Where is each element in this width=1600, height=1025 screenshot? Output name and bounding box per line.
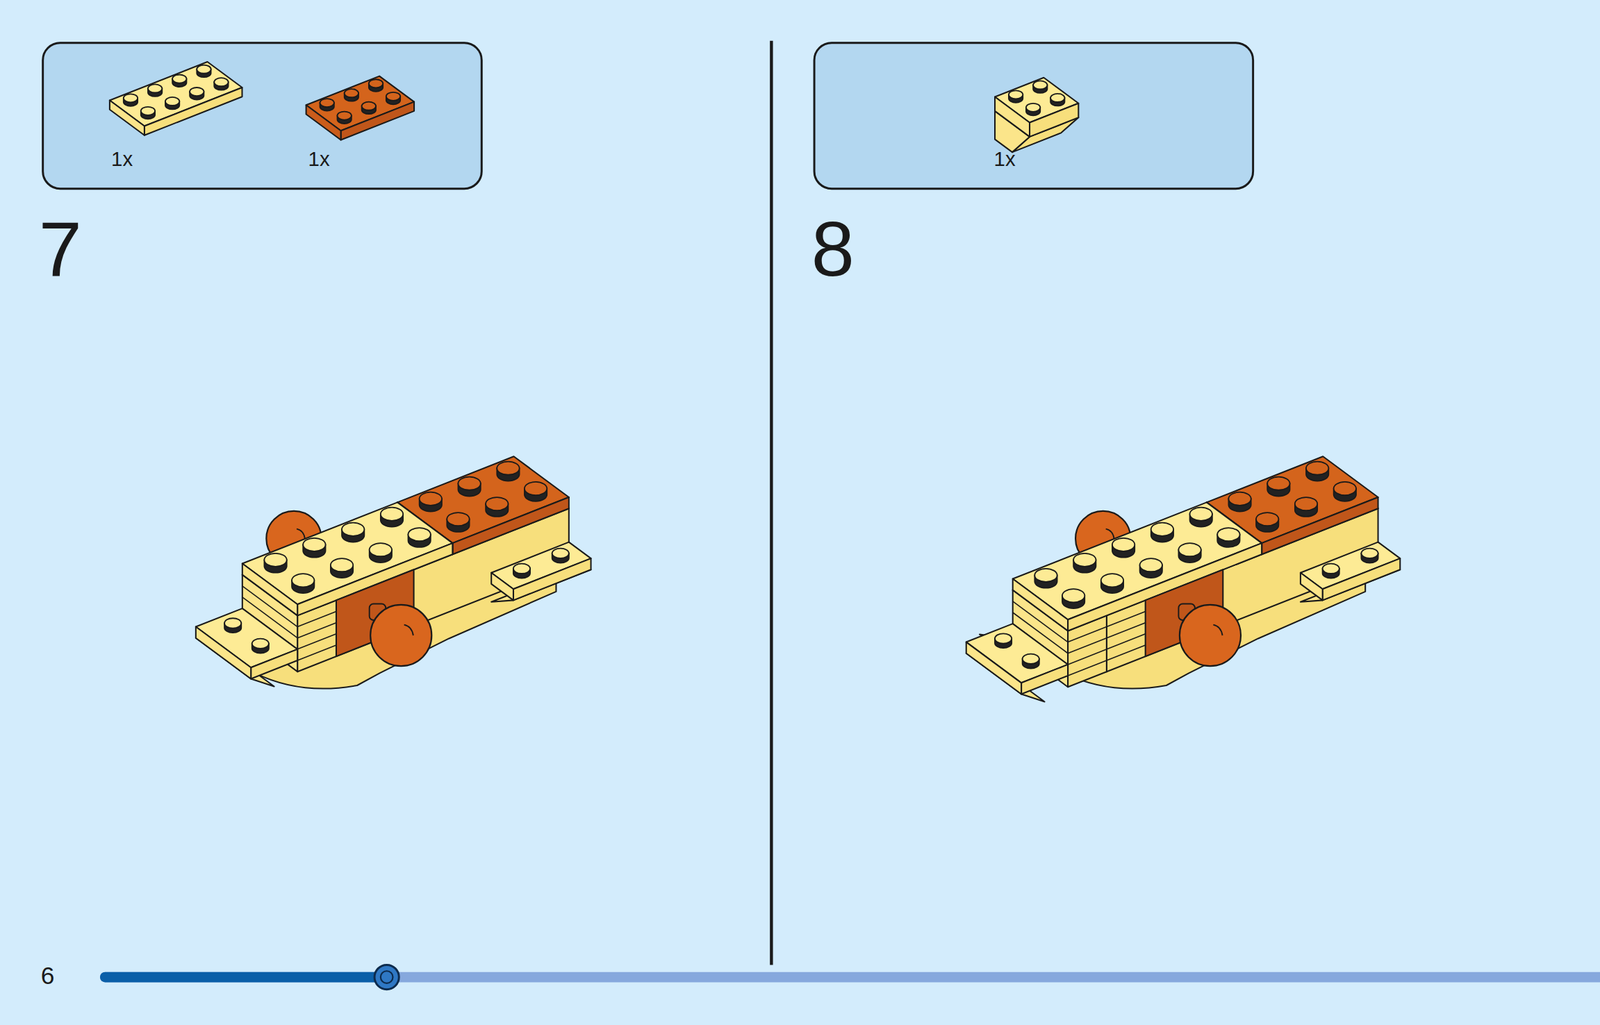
- stud-top: [1295, 497, 1318, 511]
- stud-top: [1267, 477, 1290, 491]
- stud-top: [1256, 512, 1279, 526]
- model-step-8: [966, 456, 1401, 702]
- stud-top: [141, 106, 155, 116]
- stud-top: [196, 65, 211, 74]
- brick-front: [1021, 664, 1068, 695]
- brick-side: [994, 97, 1030, 137]
- brick-side: [966, 642, 1022, 695]
- stud-top: [1151, 523, 1174, 537]
- orange-ball: [370, 605, 432, 667]
- progress-track: [104, 972, 1600, 984]
- stud-top: [252, 639, 269, 649]
- brick-front: [250, 649, 298, 680]
- ball-hole: [296, 529, 305, 540]
- brick-front: [341, 102, 415, 141]
- stud-top: [165, 97, 180, 106]
- stud-top: [213, 77, 228, 87]
- brick-front: [452, 497, 569, 555]
- stud-top: [147, 84, 162, 93]
- stud-top: [1306, 462, 1329, 476]
- parts-panel: 1x 1x: [41, 41, 483, 190]
- ball-hole: [1106, 529, 1115, 540]
- stud-top: [123, 93, 138, 103]
- brick-front: [144, 87, 243, 136]
- stud-top: [457, 477, 481, 491]
- stud-top: [341, 523, 365, 537]
- brick-side: [491, 573, 514, 601]
- stud-top: [172, 74, 187, 83]
- stud-top: [264, 553, 287, 567]
- stud-top: [552, 548, 569, 559]
- stud-top: [1361, 548, 1378, 559]
- stud-top: [1008, 90, 1023, 99]
- stud-top: [330, 558, 353, 572]
- brick-front: [513, 558, 592, 601]
- page-number: 6: [40, 964, 55, 989]
- orange-ball: [1179, 605, 1241, 667]
- stud-top: [1178, 543, 1201, 557]
- stud-top: [386, 92, 401, 101]
- step-divider: [769, 40, 773, 966]
- stud-top: [485, 497, 508, 511]
- stud-top: [1050, 93, 1065, 103]
- stud-top: [224, 618, 242, 629]
- stud-top: [994, 633, 1012, 644]
- progress-knob: [374, 965, 399, 990]
- stud-top: [1022, 654, 1040, 665]
- parts-panel-fill: [41, 41, 483, 190]
- parts-images: [109, 61, 1079, 153]
- stud-top: [1034, 568, 1057, 583]
- ball-hole: [404, 625, 414, 636]
- stud-top: [189, 87, 204, 96]
- stud-top: [1140, 558, 1163, 572]
- stud-top: [513, 564, 531, 574]
- stud-top: [524, 482, 547, 496]
- brick-top: [397, 456, 569, 544]
- stud-top: [368, 79, 383, 88]
- stud-top: [344, 88, 359, 98]
- stud-top: [1062, 589, 1085, 603]
- part-count: 1x: [308, 147, 331, 171]
- stud-top: [1026, 103, 1041, 112]
- step-number: 8: [811, 210, 855, 289]
- parts-panel: 1x: [813, 41, 1255, 190]
- stud-top: [1073, 553, 1096, 567]
- stud-top: [380, 507, 403, 522]
- model-step-7: [195, 456, 592, 689]
- stud-top: [302, 538, 326, 552]
- stud-top: [1217, 528, 1240, 542]
- stud-top: [337, 111, 352, 121]
- brick-front: [1261, 497, 1378, 555]
- part-count: 1x: [111, 147, 133, 171]
- brick-front: [1322, 558, 1401, 601]
- stud-top: [320, 98, 335, 107]
- part-count: 1x: [994, 147, 1016, 171]
- progress-fill: [104, 972, 387, 984]
- stud-top: [496, 462, 519, 476]
- stud-top: [1190, 507, 1213, 522]
- stud-top: [446, 512, 469, 526]
- step-number: 7: [38, 210, 82, 289]
- stud-top: [408, 528, 431, 542]
- stud-top: [1101, 573, 1124, 588]
- stud-top: [1228, 492, 1251, 506]
- parts-panel-fill: [813, 41, 1255, 190]
- stud-top: [1333, 482, 1357, 496]
- progress-knob-ring: [380, 971, 394, 984]
- brick-side: [1300, 573, 1323, 601]
- brick-top: [1206, 456, 1379, 544]
- stud-top: [1322, 564, 1340, 574]
- stud-top: [1033, 80, 1047, 89]
- stud-top: [1112, 538, 1135, 552]
- stud-top: [419, 492, 442, 506]
- brick-side: [195, 627, 251, 680]
- stud-top: [369, 543, 392, 557]
- stud-top: [361, 102, 376, 111]
- ball-hole: [1213, 625, 1223, 636]
- stud-top: [291, 573, 315, 588]
